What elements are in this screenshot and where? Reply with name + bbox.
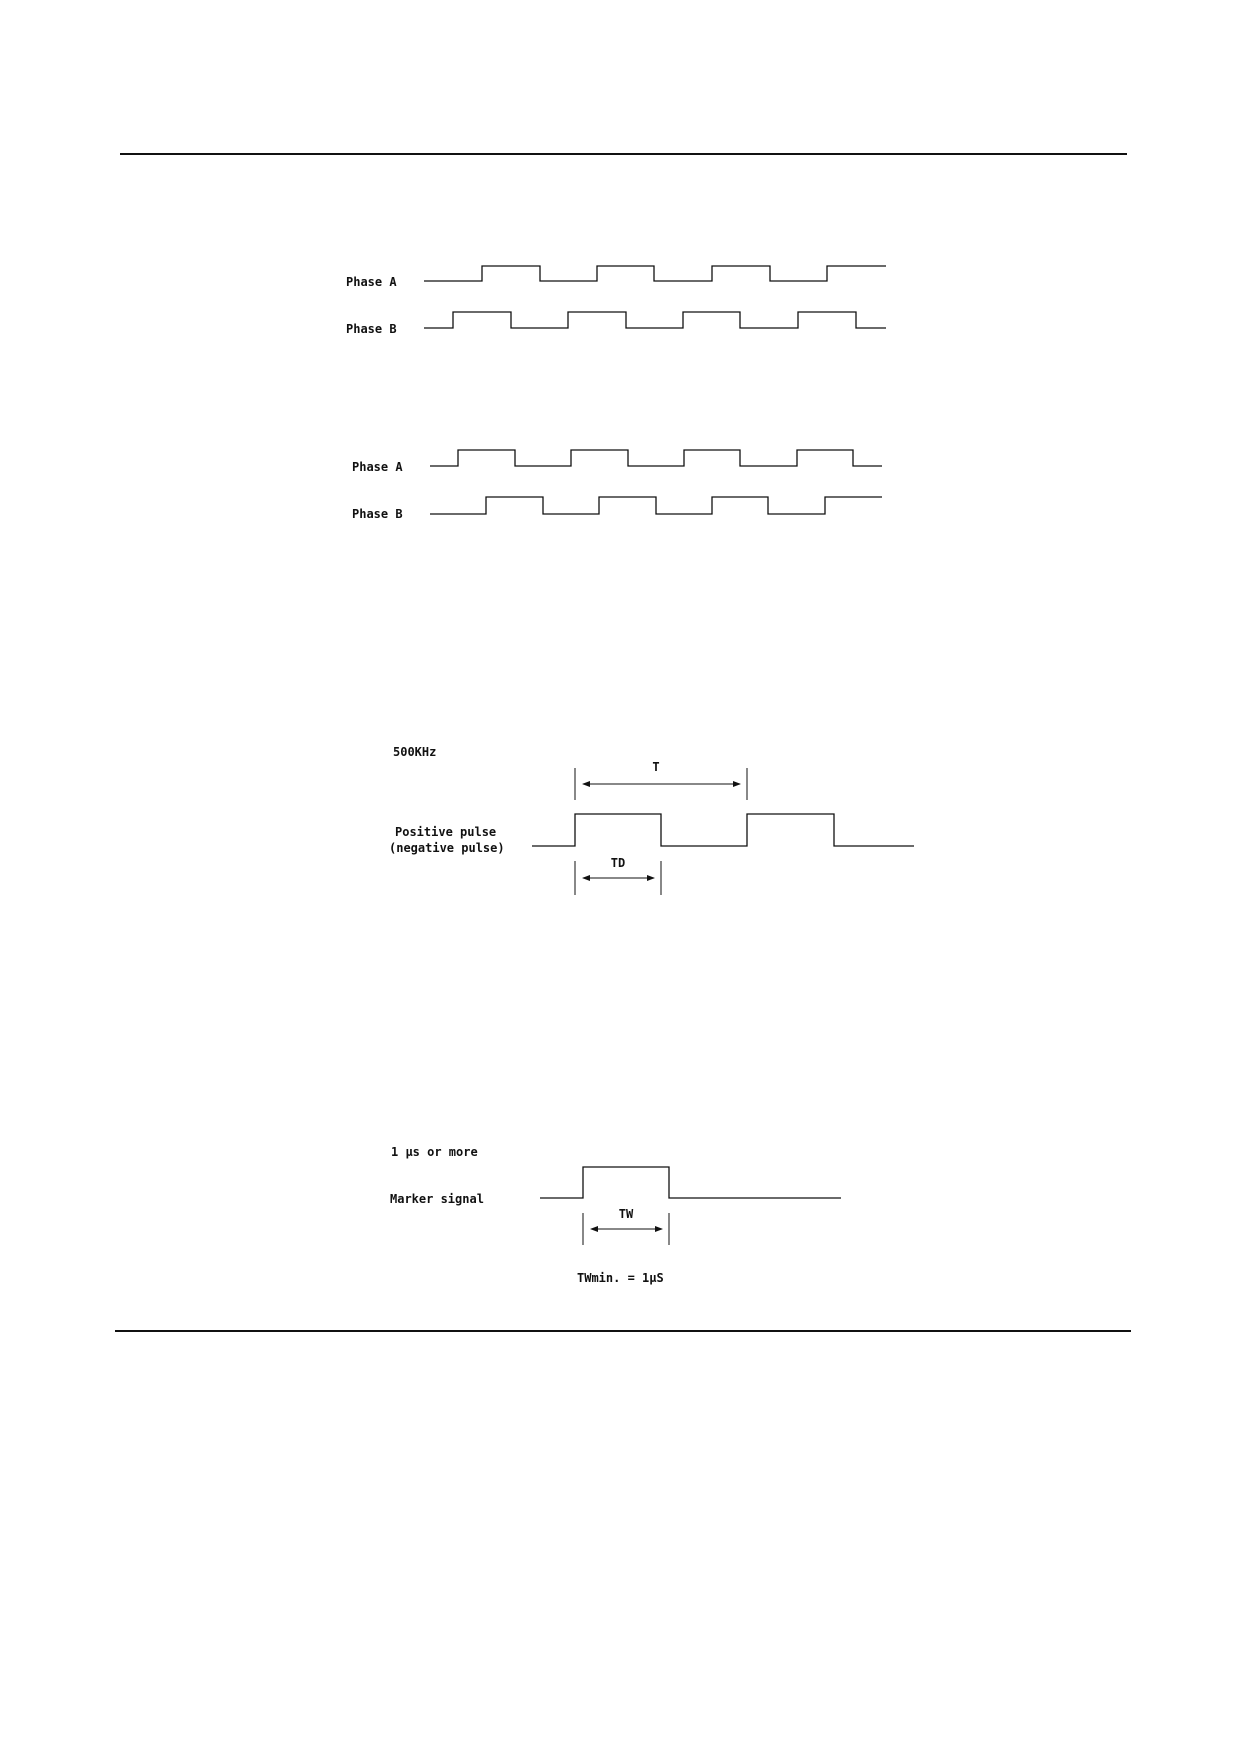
width-label: TD bbox=[611, 856, 625, 870]
quadrature-diagram-2: Phase A Phase B bbox=[352, 449, 882, 521]
frequency-label: 500KHz bbox=[393, 745, 436, 759]
marker-spec-label: TWmin. = 1μS bbox=[577, 1271, 664, 1285]
phase-b-label: Phase B bbox=[352, 507, 403, 521]
phase-b-waveform bbox=[430, 496, 882, 515]
quadrature-diagram-1: Phase A Phase B bbox=[346, 265, 886, 336]
marker-timing-diagram: 1 μs or more Marker signal TW TWmin. = 1… bbox=[390, 1145, 841, 1285]
pulse-timing-diagram: 500KHz T Positive pulse (negative pulse)… bbox=[389, 745, 914, 895]
phase-a-label: Phase A bbox=[346, 275, 397, 289]
phase-b-label: Phase B bbox=[346, 322, 397, 336]
pulse-waveform bbox=[532, 813, 914, 847]
phase-b-waveform bbox=[424, 311, 886, 329]
signal-label-positive: Positive pulse bbox=[395, 825, 496, 839]
signal-label-negative: (negative pulse) bbox=[389, 841, 505, 855]
period-label: T bbox=[652, 760, 659, 774]
marker-waveform bbox=[540, 1166, 841, 1199]
phase-a-waveform bbox=[424, 265, 886, 282]
top-rule bbox=[120, 153, 1127, 155]
bottom-rule bbox=[115, 1330, 1131, 1332]
min-duration-label: 1 μs or more bbox=[391, 1145, 478, 1159]
marker-width-label: TW bbox=[619, 1207, 634, 1221]
phase-a-label: Phase A bbox=[352, 460, 403, 474]
marker-signal-label: Marker signal bbox=[390, 1192, 484, 1206]
phase-a-waveform bbox=[430, 449, 882, 467]
